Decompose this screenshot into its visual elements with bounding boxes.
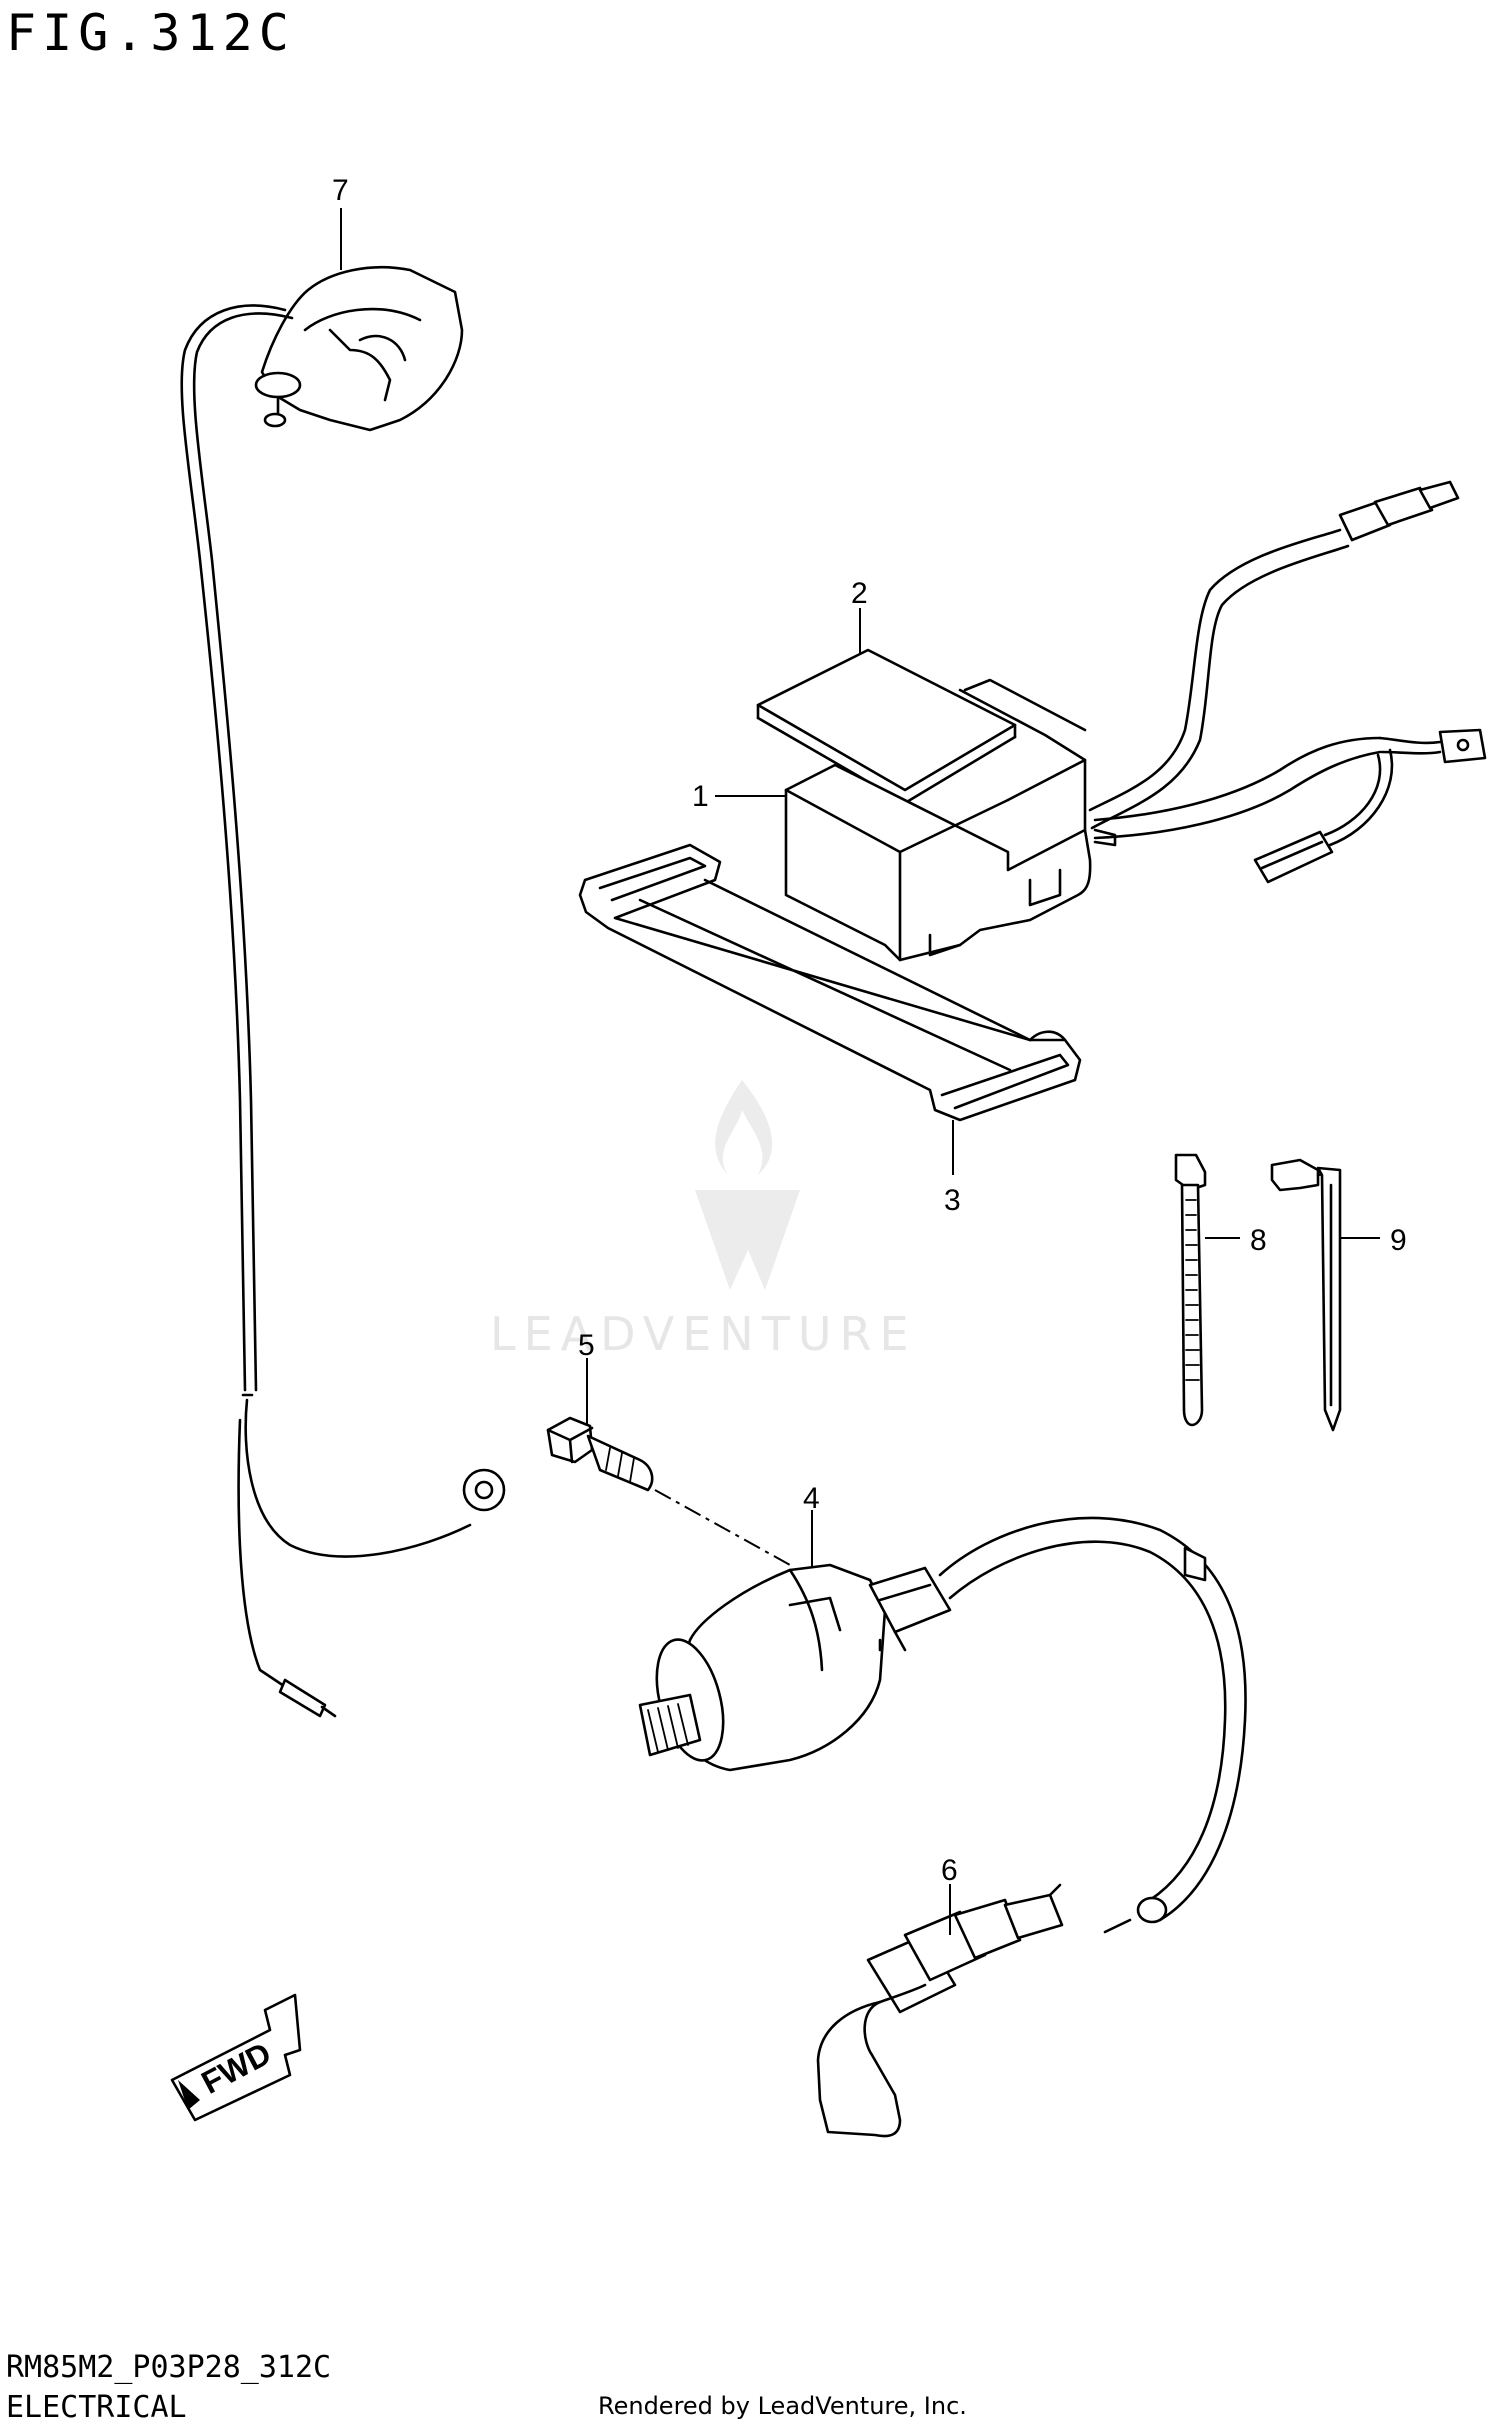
callout-2: 2 — [851, 577, 868, 610]
leadventure-watermark: LEADVENTURE — [490, 1080, 917, 1361]
callout-4: 4 — [803, 1482, 820, 1515]
part-4-ignition-coil — [638, 1516, 1247, 1934]
cdi-wires — [1088, 480, 1487, 884]
watermark-text: LEADVENTURE — [490, 1307, 917, 1361]
fwd-arrow: FWD — [170, 1993, 302, 2122]
part-5-bolt — [546, 1416, 654, 1492]
part-2-plate — [756, 648, 1017, 805]
part-7-pickup-coil — [180, 265, 506, 1718]
callout-6: 6 — [941, 1854, 958, 1887]
part-9-cable-tie — [1270, 1158, 1342, 1432]
callout-9: 9 — [1390, 1224, 1407, 1257]
part-3-band — [578, 843, 1082, 1122]
callout-1: 1 — [692, 780, 709, 813]
diagram-code: RM85M2_P03P28_312C — [6, 2350, 332, 2385]
callout-3: 3 — [944, 1184, 961, 1217]
part-6-plug-cap — [816, 1883, 1064, 2138]
part-8-cable-tie — [1174, 1153, 1207, 1427]
bolt-to-coil-line — [654, 1489, 791, 1566]
figure-title: FIG.312C — [6, 4, 295, 62]
callout-5: 5 — [578, 1329, 595, 1362]
callout-8: 8 — [1250, 1224, 1267, 1257]
section-title: ELECTRICAL — [6, 2390, 187, 2425]
callout-7: 7 — [332, 174, 349, 207]
rendered-by-credit: Rendered by LeadVenture, Inc. — [598, 2392, 967, 2420]
part-1-cdi-unit — [784, 678, 1092, 962]
